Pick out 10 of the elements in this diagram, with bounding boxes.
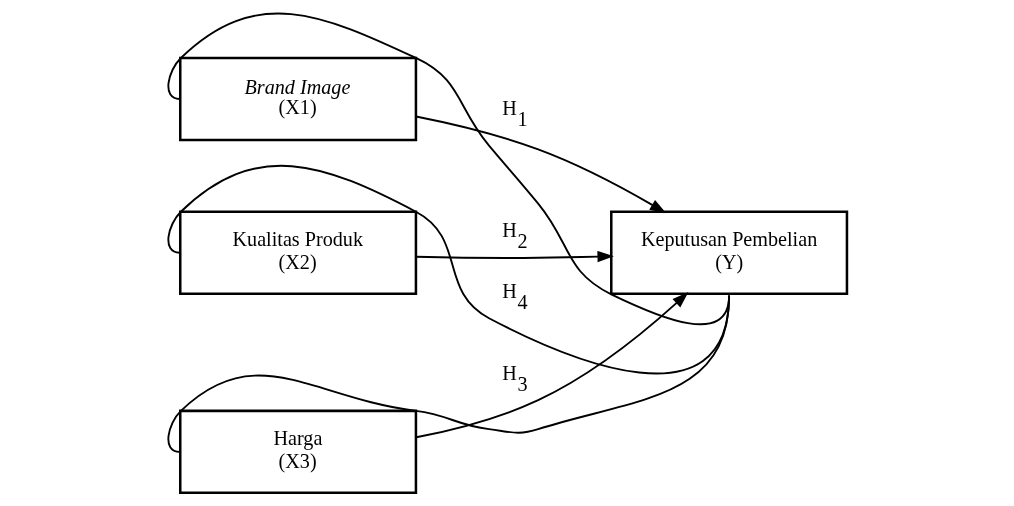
arrow bbox=[414, 292, 688, 439]
arrow bbox=[414, 115, 666, 214]
node-box: Keputusan Pembelian (Y) bbox=[609, 210, 848, 295]
connector bbox=[166, 165, 730, 375]
arrow bbox=[414, 250, 614, 263]
node-box: Brand Image (X1) bbox=[178, 56, 417, 142]
node-box: Kualitas Produk (X2) bbox=[178, 210, 417, 295]
connector bbox=[166, 294, 730, 453]
connector bbox=[166, 12, 730, 326]
node-box: Harga (X3) bbox=[178, 409, 417, 495]
